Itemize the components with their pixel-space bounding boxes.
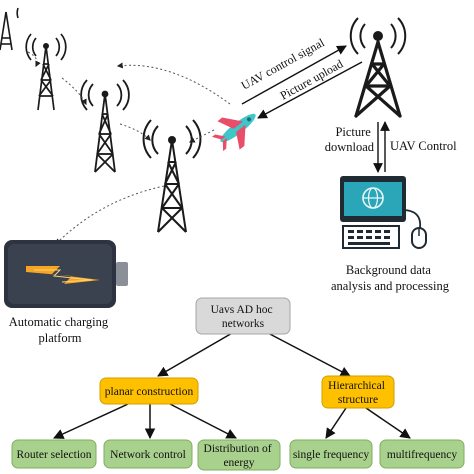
leaf-multifrequency: multifrequency [379, 439, 465, 469]
svg-text:Router selection: Router selection [16, 449, 91, 461]
background-processing-label: Background data analysis and processing [331, 263, 450, 293]
cell-tower-icon [25, 33, 67, 111]
cell-tower-icon [142, 119, 202, 233]
svg-text:planar construction: planar construction [105, 386, 194, 398]
computer-icon [340, 176, 427, 249]
uav-control-label: UAV Control [390, 139, 457, 153]
svg-text:Network control: Network control [110, 449, 186, 461]
hierarchical-structure-node: Hierarchical structure [321, 375, 395, 409]
svg-text:Distribution of energy: Distribution of energy [204, 443, 275, 469]
uav-plane-icon [211, 113, 256, 152]
downlink-arrows [373, 121, 390, 173]
battery-icon [4, 240, 128, 308]
leaf-router-selection: Router selection [11, 439, 97, 469]
tree-root-node: Uavs AD hoc networks [195, 297, 291, 335]
leaf-network-control: Network control [103, 439, 193, 469]
svg-text:single frequency: single frequency [293, 449, 370, 461]
leaf-single-frequency: single frequency [289, 439, 373, 469]
flight-path [27, 51, 231, 245]
antenna-tower-icon [349, 17, 407, 118]
planar-construction-node: planar construction [99, 377, 199, 405]
svg-text:Hierarchical structure: Hierarchical structure [328, 380, 388, 406]
cell-tower-icon [80, 79, 130, 173]
uplink-arrows [241, 45, 363, 119]
leaf-distribution-of-energy: Distribution of energy [197, 439, 281, 471]
tree-connectors [53, 331, 411, 440]
charging-platform-label: Automatic charging platform [9, 315, 112, 345]
svg-text:multifrequency: multifrequency [387, 449, 458, 461]
picture-download-label: Picture download [325, 125, 375, 154]
cell-tower-icon [0, 7, 19, 51]
svg-text:Uavs AD hoc networks: Uavs AD hoc networks [211, 304, 276, 330]
